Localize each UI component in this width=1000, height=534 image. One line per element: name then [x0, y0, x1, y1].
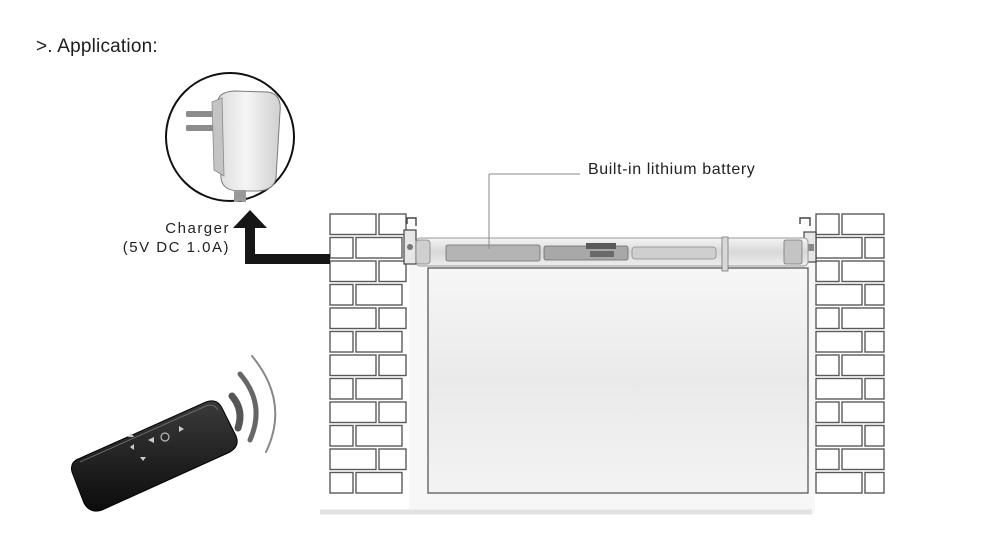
brick	[378, 213, 407, 236]
right-brick-wall	[815, 213, 885, 494]
brick	[378, 448, 407, 471]
remote-control-icon	[71, 400, 238, 512]
brick	[329, 260, 377, 283]
battery-callout-line	[488, 173, 580, 249]
brick	[329, 236, 354, 259]
charger-label-line1: Charger	[165, 220, 230, 237]
brick	[864, 377, 885, 400]
lithium-battery-pack	[445, 244, 541, 262]
brick	[329, 448, 377, 471]
brick	[329, 401, 377, 424]
brick	[864, 236, 885, 259]
signal-waves-icon	[228, 355, 277, 453]
brick	[841, 354, 885, 377]
section-heading: >. Application:	[36, 36, 158, 57]
brick	[329, 330, 354, 353]
left-brick-wall	[329, 213, 407, 494]
brick	[815, 401, 840, 424]
brick	[815, 260, 840, 283]
brick	[841, 307, 885, 330]
brick	[815, 354, 840, 377]
brick	[815, 330, 863, 353]
brick	[355, 236, 403, 259]
brick	[864, 283, 885, 306]
charger-icon	[165, 72, 295, 202]
brick	[841, 401, 885, 424]
brick	[841, 213, 885, 236]
brick	[355, 330, 403, 353]
brick	[841, 260, 885, 283]
brick	[329, 283, 354, 306]
brick	[329, 213, 377, 236]
charger-connection-arrow	[233, 210, 330, 264]
brick	[864, 330, 885, 353]
brick	[329, 307, 377, 330]
charger-label: Charger (5V DC 1.0A)	[123, 219, 230, 257]
brick	[355, 283, 403, 306]
brick	[815, 213, 840, 236]
brick	[329, 377, 354, 400]
brick	[378, 260, 407, 283]
brick	[329, 471, 354, 494]
brick	[355, 471, 403, 494]
brick	[815, 236, 863, 259]
battery-label: Built-in lithium battery	[588, 161, 756, 178]
brick	[329, 354, 377, 377]
brick	[378, 307, 407, 330]
brick	[815, 283, 863, 306]
brick	[815, 307, 840, 330]
brick	[815, 377, 863, 400]
left-bracket	[403, 217, 417, 265]
brick	[815, 448, 840, 471]
brick	[329, 424, 354, 447]
brick	[378, 401, 407, 424]
brick	[355, 424, 403, 447]
roller-tube-motor	[403, 217, 817, 272]
brick	[864, 424, 885, 447]
charger-label-line2: (5V DC 1.0A)	[122, 239, 230, 256]
brick	[841, 448, 885, 471]
brick	[815, 424, 863, 447]
blind-fabric	[320, 256, 815, 515]
brick	[355, 377, 403, 400]
brick	[815, 471, 863, 494]
brick	[864, 471, 885, 494]
brick	[378, 354, 407, 377]
